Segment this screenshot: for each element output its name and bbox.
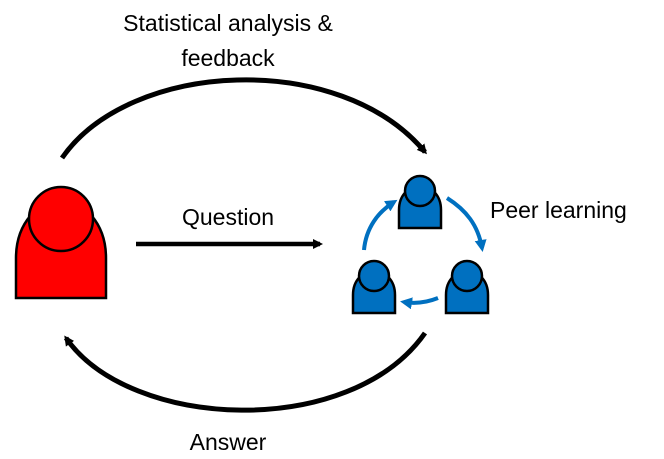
student-left-person-icon	[351, 259, 397, 315]
student-top-person-icon	[397, 174, 443, 230]
feedback-label-line2: feedback	[181, 45, 275, 71]
answer-label: Answer	[190, 429, 267, 455]
student-right-person-icon	[444, 259, 490, 315]
peer-arrow-left-to-top	[362, 199, 398, 251]
feedback-label-line1: Statistical analysis &	[123, 10, 333, 36]
feedback-arc-arrow	[59, 77, 427, 160]
peer-arrow-top-to-right	[445, 196, 487, 252]
instructor-person-icon	[14, 185, 108, 300]
question-label: Question	[182, 204, 274, 230]
answer-arc-arrow	[63, 331, 428, 413]
peer-learning-label: Peer learning	[490, 197, 627, 223]
peer-arrow-right-to-left	[400, 296, 439, 310]
